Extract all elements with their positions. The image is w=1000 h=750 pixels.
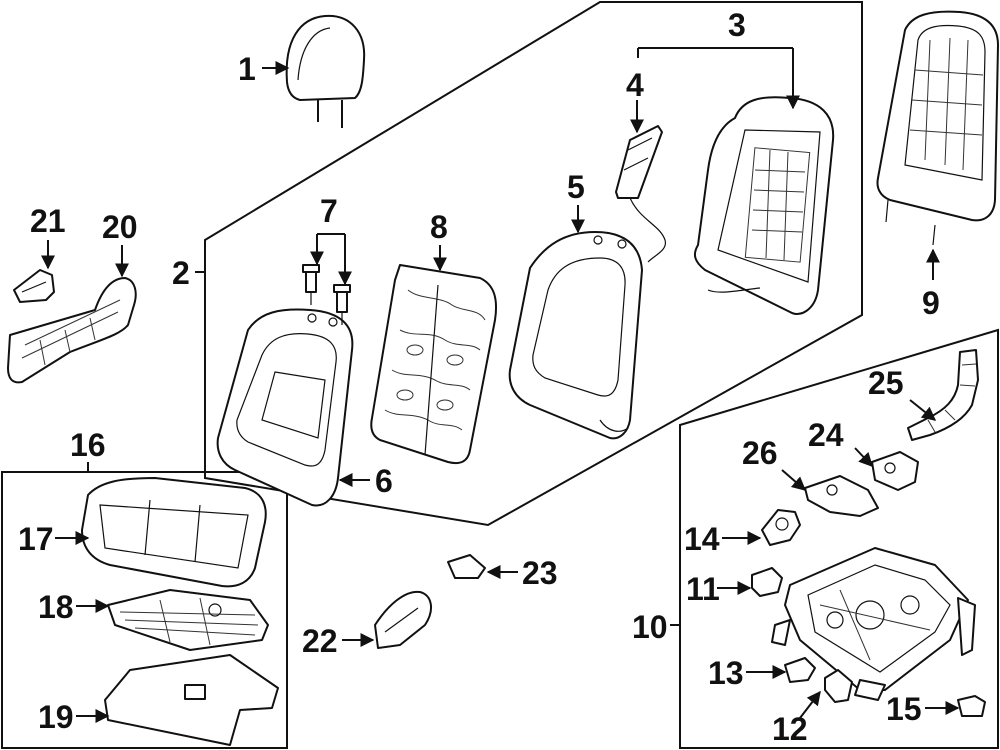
callout-12: 12 (772, 711, 808, 747)
callout-19: 19 (38, 699, 74, 735)
callout-1: 1 (238, 51, 256, 87)
adjuster-group-frame (679, 328, 999, 749)
track-cover-part (907, 349, 979, 441)
callout-21: 21 (30, 203, 66, 239)
callout-8: 8 (430, 209, 448, 245)
seatback-trim-cover-part (216, 308, 354, 507)
motor-part (761, 509, 801, 546)
callout-3: 3 (728, 7, 746, 43)
callout-22: 22 (302, 623, 338, 659)
side-cover-part (374, 590, 432, 649)
callout-4: 4 (626, 67, 644, 103)
callout-2: 2 (172, 255, 190, 291)
callout-16: 16 (70, 427, 106, 463)
side-shield-part (7, 277, 137, 384)
callout-18: 18 (38, 589, 74, 625)
callout-23: 23 (522, 555, 558, 591)
connector-part (957, 695, 986, 717)
power-switch-part (871, 451, 919, 491)
callout-6: 6 (375, 463, 393, 499)
leader-lines (41, 47, 960, 723)
seat-adjuster-part (771, 547, 976, 701)
sensor-part (784, 657, 816, 683)
callout-9: 9 (922, 285, 940, 321)
callout-14: 14 (684, 521, 720, 557)
callout-13: 13 (708, 655, 744, 691)
callout-numbers: 1 2 3 4 5 6 7 8 9 10 11 12 13 14 15 16 1… (18, 7, 940, 747)
lumbar-module-part (615, 125, 667, 263)
callout-5: 5 (567, 169, 585, 205)
recliner-knob-part (13, 269, 55, 303)
headrest-part (285, 14, 366, 128)
callout-11: 11 (686, 571, 720, 607)
cushion-group-frame (1, 471, 288, 749)
clip-part (824, 669, 853, 703)
seatback-frame-part (693, 96, 835, 315)
callout-26: 26 (742, 435, 778, 471)
callout-20: 20 (102, 209, 138, 245)
seatback-panel-part (876, 10, 999, 246)
callout-25: 25 (868, 365, 904, 401)
seatback-pad-part (370, 264, 498, 465)
cushion-pad-part (107, 589, 269, 651)
callout-24: 24 (808, 417, 844, 453)
seat-heater-mat-part (104, 654, 279, 746)
cushion-cover-part (81, 477, 267, 588)
callout-10: 10 (632, 609, 668, 645)
seatback-cover-part (508, 231, 643, 440)
switch-bezel-part (447, 554, 486, 579)
callout-15: 15 (886, 691, 922, 727)
switch-assembly-part (804, 475, 879, 517)
seatback-group-frame (204, 0, 863, 527)
callout-17: 17 (18, 521, 54, 557)
bracket-part (751, 567, 783, 597)
callout-7: 7 (320, 193, 338, 229)
